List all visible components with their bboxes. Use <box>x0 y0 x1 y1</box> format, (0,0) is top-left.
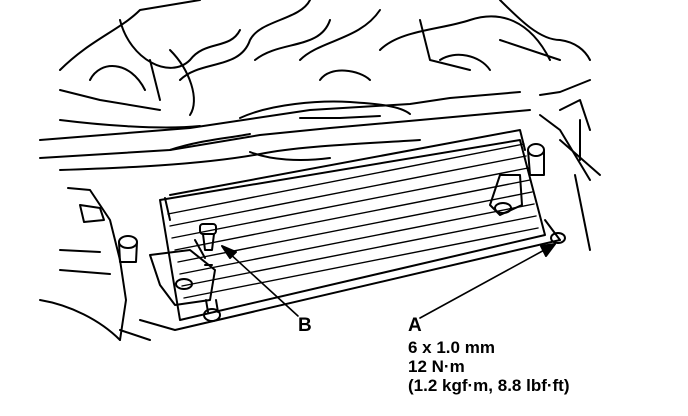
leader-line-a <box>419 247 549 319</box>
right-bracket-assembly <box>489 79 601 251</box>
leader-line-b <box>227 251 299 317</box>
engine-background <box>59 0 591 129</box>
callout-letter-a: A <box>408 315 422 336</box>
upper-crossmember <box>39 91 531 171</box>
callout-letter-b: B <box>298 315 312 336</box>
bolt-size: 6 x 1.0 mm <box>408 338 495 357</box>
leader-lines <box>221 243 556 319</box>
torque-value: 12 N·m <box>408 357 465 376</box>
arrowhead-a <box>540 243 556 257</box>
bolt-spec-a: 6 x 1.0 mm 12 N·m (1.2 kgf·m, 8.8 lbf·ft… <box>408 338 570 395</box>
left-bracket-assembly <box>118 223 221 322</box>
condenser-core <box>119 129 561 341</box>
torque-alt-units: (1.2 kgf·m, 8.8 lbf·ft) <box>408 376 570 395</box>
left-body-panel <box>39 187 127 341</box>
arrowhead-b <box>221 245 237 259</box>
